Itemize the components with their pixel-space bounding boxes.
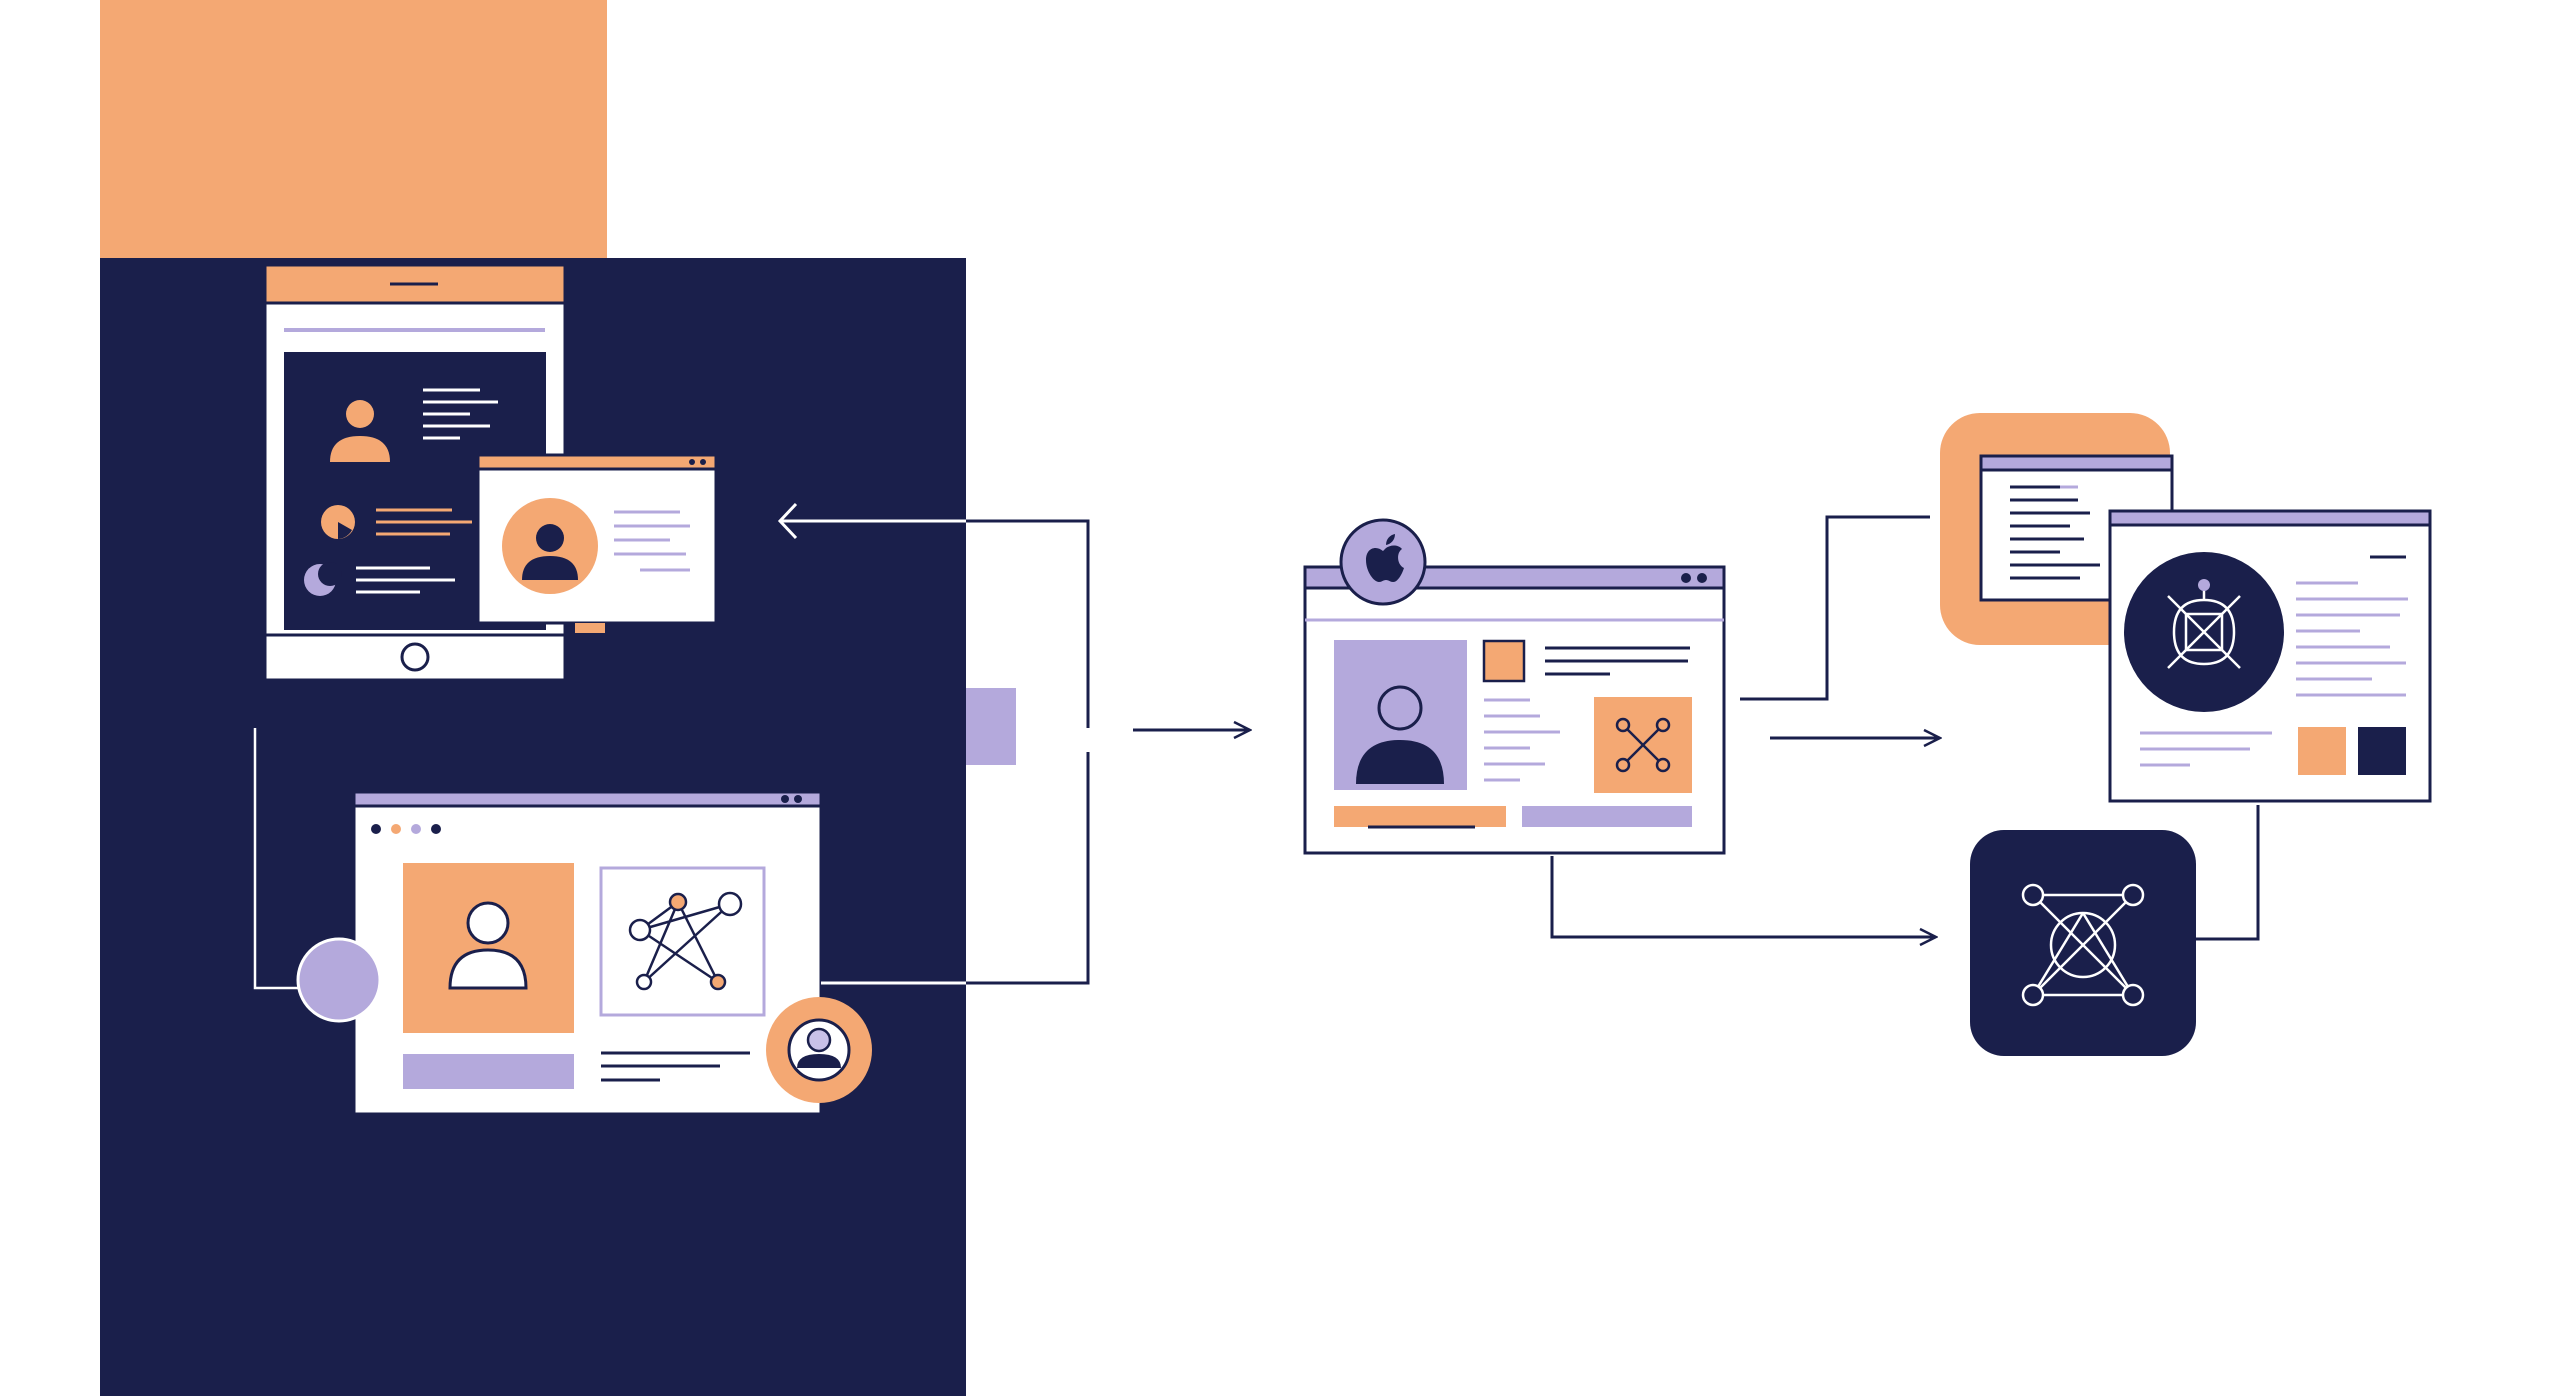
- apple-app-window: [1303, 518, 1726, 855]
- profile-card-window: [476, 453, 718, 633]
- network-graph-icon: [1615, 717, 1671, 773]
- profile-photo: [403, 863, 574, 1033]
- person-icon: [448, 901, 528, 990]
- hub: [966, 688, 1016, 765]
- connector-to-document-window: [1740, 515, 1930, 701]
- profile-network-window: [352, 790, 872, 1116]
- person-icon: [1356, 685, 1444, 784]
- connector-shield-to-network: [2196, 805, 2260, 941]
- network-graph-icon: [628, 891, 743, 991]
- network-app-tile: [1970, 830, 2196, 1056]
- person-icon: [330, 400, 390, 462]
- apple-logo-icon: [1339, 518, 1427, 606]
- network-graph-icon: [2021, 883, 2145, 1007]
- connector-to-network-tile: [1550, 856, 1936, 937]
- text-lines-icon: [423, 388, 498, 440]
- shield-window: [2108, 509, 2432, 803]
- home-button-icon: [400, 642, 430, 672]
- user-avatar-badge: [766, 997, 872, 1103]
- moon-icon: [304, 562, 342, 596]
- person-icon: [522, 524, 578, 580]
- pie-chart-icon: [321, 505, 355, 539]
- shield-icon: [2124, 552, 2284, 712]
- lavender-node: [253, 728, 382, 1023]
